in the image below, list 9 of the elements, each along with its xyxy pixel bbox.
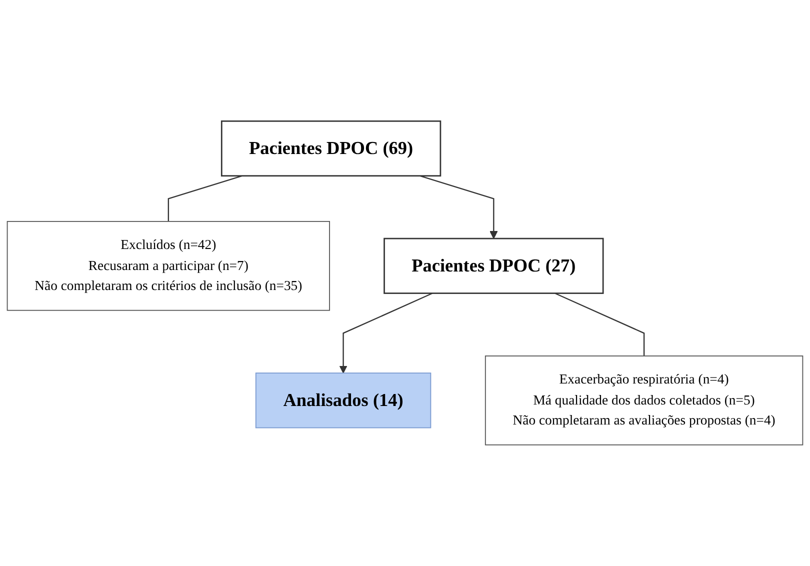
arrow xyxy=(339,292,433,374)
node-box: Pacientes DPOC (27) xyxy=(384,238,604,294)
node-box: Exacerbação respiratória (n=4) Má qualidade dos dados coletados (n=5) Não completaram as avaliações propostas (n=4) xyxy=(484,356,804,446)
node-box: Pacientes DPOC (69) xyxy=(220,120,442,177)
node-box: Analisados (14) xyxy=(255,372,432,428)
connector xyxy=(168,175,243,222)
node-box: Excluídos (n=42) Recusaram a participar (n=7) Não completaram os critérios de inclusão (n=35) xyxy=(6,220,330,311)
connector xyxy=(554,292,645,356)
arrow xyxy=(420,175,498,239)
